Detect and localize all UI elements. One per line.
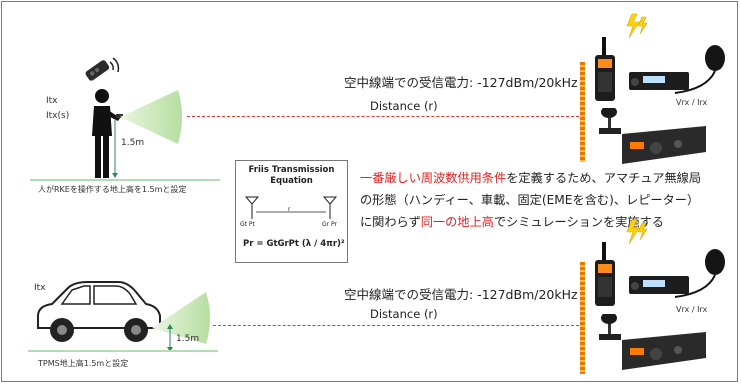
mobile-radio-icon xyxy=(629,45,725,94)
distance-label-top: Distance (r) xyxy=(370,99,438,113)
friis-title: Friis Transmission Equation xyxy=(248,165,335,186)
wall-top xyxy=(580,62,585,162)
distance-label-bottom: Distance (r) xyxy=(370,307,438,321)
gt-label: Gt Pt xyxy=(240,221,255,228)
friis-equation-box: Friis Transmission Equation Gt Pt Gr Pr … xyxy=(235,160,348,263)
distance-line-bottom xyxy=(213,325,579,326)
lightning-icon xyxy=(626,219,648,245)
caption-bottom: TPMS地上高1.5mと設定 xyxy=(38,359,129,368)
power-text-top: 空中線端での受信電力: -127dBm/20kHz xyxy=(344,75,578,90)
itxs-label: Itx(s) xyxy=(46,111,70,121)
description-line-3: に関わらず同一の地上高でシミュレーションを実施する xyxy=(360,215,664,229)
signal-beam-top xyxy=(120,90,182,144)
signal-beam-bottom xyxy=(152,292,210,344)
rx-label-bottom: Vrx / Irx xyxy=(676,305,708,314)
height-arrow-bottom xyxy=(167,324,173,352)
car-icon xyxy=(37,281,161,342)
caption-top: 人がRKEを操作する地上高を1.5mと設定 xyxy=(38,185,187,194)
base-station-icon xyxy=(599,314,706,370)
height-arrow-top xyxy=(112,120,118,178)
description-highlight-1: 一番厳しい周波数供用条件 xyxy=(360,171,507,185)
height-label-top: 1.5m xyxy=(121,138,145,148)
description-highlight-2: 同一の地上高 xyxy=(420,215,494,229)
description-line-2: の形態（ハンディー、車載、固定(EMEを含む)、レピーター） xyxy=(360,193,700,207)
person-icon xyxy=(92,89,123,178)
lightning-icon xyxy=(626,13,648,39)
distance-line-top xyxy=(187,116,579,117)
itx-label-bottom: Itx xyxy=(34,283,46,293)
handheld-radio-icon xyxy=(595,242,615,306)
antenna-diagram-icon xyxy=(244,196,338,219)
ground-line-bottom xyxy=(28,350,218,352)
description-text: 一番厳しい周波数供用条件を定義するため、アマチュア無線局 の形態（ハンディー、車… xyxy=(360,167,738,233)
description-line-1: 一番厳しい周波数供用条件を定義するため、アマチュア無線局 xyxy=(360,171,702,185)
power-text-bottom: 空中線端での受信電力: -127dBm/20kHz xyxy=(344,287,578,302)
base-station-icon xyxy=(599,108,706,164)
wall-bottom xyxy=(580,262,585,374)
ground-line-top xyxy=(30,179,220,181)
r-label: r xyxy=(288,206,291,213)
key-fob-icon xyxy=(85,57,120,81)
mobile-radio-icon xyxy=(629,249,725,298)
height-label-bottom: 1.5m xyxy=(176,334,200,344)
itx-label: Itx xyxy=(46,96,58,106)
friis-equation: Pr = GtGrPt (λ / 4πr)² xyxy=(243,239,345,249)
gr-label: Gr Pr xyxy=(322,221,338,228)
handheld-radio-icon xyxy=(595,37,615,101)
rx-label-top: Vrx / Irx xyxy=(676,98,708,107)
